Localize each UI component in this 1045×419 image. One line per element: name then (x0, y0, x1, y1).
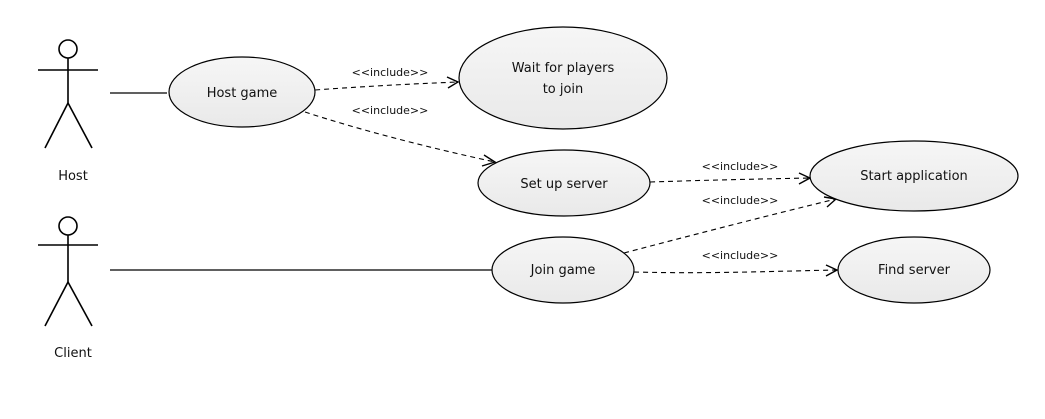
use-case-start-application: Start application (809, 140, 1019, 212)
actor-host-head (58, 39, 78, 59)
include-line (304, 111, 496, 163)
use-case-ellipse (837, 236, 991, 304)
use-case-wait-for-players: Wait for players to join (458, 26, 668, 130)
use-case-label: Start application (860, 169, 968, 184)
use-case-host-game: Host game (168, 56, 316, 128)
actor-host-label: Host (58, 169, 88, 184)
include-label: <<include>> (352, 66, 429, 79)
use-case-ellipse (491, 236, 635, 304)
actor-client-left-leg (44, 281, 69, 327)
use-case-label: Find server (878, 263, 951, 278)
include-label: <<include>> (702, 249, 779, 262)
actor-host-right-leg (67, 102, 93, 149)
use-case-ellipse (458, 26, 668, 130)
include-line (314, 81, 459, 91)
use-case-label-line2: to join (543, 82, 584, 97)
include-label: <<include>> (352, 104, 429, 117)
use-case-label-line1: Wait for players (512, 61, 615, 76)
include-line (623, 198, 837, 254)
use-case-ellipse (809, 140, 1019, 212)
use-case-ellipse (168, 56, 316, 128)
use-case-join-game: Join game (491, 236, 635, 304)
include-label: <<include>> (702, 160, 779, 173)
use-case-label: Host game (207, 86, 278, 101)
actor-client: Client (38, 216, 98, 361)
use-case-find-server: Find server (837, 236, 991, 304)
arrowhead-icon (446, 76, 460, 89)
actor-client-head (58, 216, 78, 236)
actor-host-left-leg (44, 102, 69, 149)
actor-client-label: Client (54, 346, 92, 361)
arrowhead-icon (825, 264, 839, 277)
use-case-ellipse (477, 149, 651, 217)
actor-client-right-leg (67, 281, 93, 327)
include-join-to-find: <<include>> (633, 249, 839, 277)
use-case-label: Join game (530, 263, 596, 278)
include-label: <<include>> (702, 194, 779, 207)
include-host-game-to-setup: <<include>> (304, 104, 497, 167)
use-case-label: Set up server (520, 177, 608, 192)
actor-host: Host (38, 39, 98, 184)
include-line (649, 177, 811, 183)
use-case-set-up-server: Set up server (477, 149, 651, 217)
include-setup-to-start: <<include>> (649, 160, 812, 185)
include-host-game-to-wait: <<include>> (314, 66, 460, 91)
include-join-to-start: <<include>> (623, 194, 838, 254)
include-line (633, 269, 838, 274)
arrowhead-icon (481, 154, 497, 167)
